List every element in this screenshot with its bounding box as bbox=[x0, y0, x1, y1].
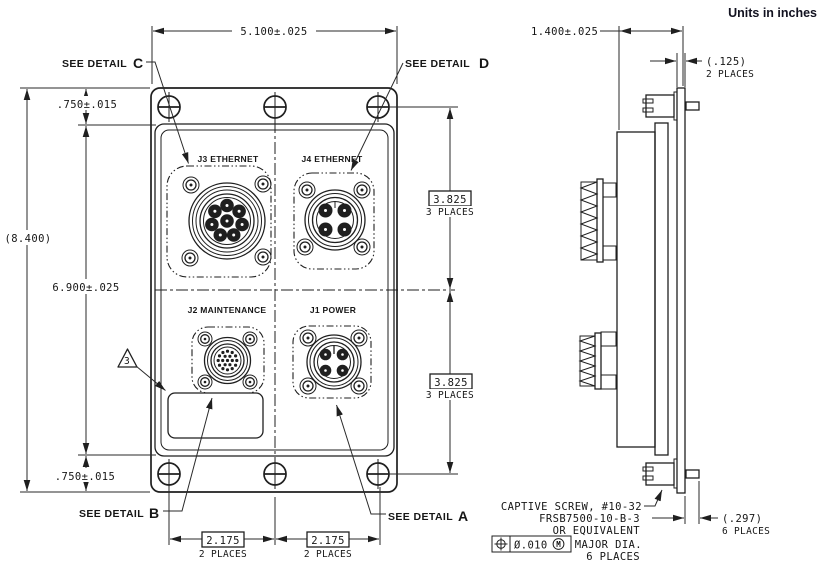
see-detail-prefix: SEE DETAIL bbox=[388, 511, 453, 523]
j3-pins bbox=[205, 198, 249, 242]
dim-flange-thickness-places: 2 PLACES bbox=[706, 69, 754, 80]
connector-j2: J2 MAINTENANCE bbox=[188, 305, 267, 394]
dim-top-margin-text: .750±.015 bbox=[57, 99, 118, 111]
basic-dim-box bbox=[306, 531, 350, 548]
gdt-tolerance-text: Ø.010 bbox=[514, 540, 548, 552]
detail-c-leader bbox=[146, 61, 189, 164]
j1-pins bbox=[319, 348, 349, 377]
note-line3: OR EQUIVALENT bbox=[553, 525, 641, 537]
screw bbox=[263, 459, 287, 489]
flag-note-text: 3 bbox=[124, 356, 130, 367]
dim-horiz-pitch-right-places: 2 PLACES bbox=[304, 549, 352, 560]
j4-gasket-outline bbox=[293, 172, 375, 270]
detail-d-leader bbox=[350, 62, 404, 171]
see-detail-prefix: SEE DETAIL bbox=[62, 58, 127, 70]
dim-screw-protrusion: (.297) 6 PLACES bbox=[652, 481, 770, 537]
basic-dim-box bbox=[201, 531, 245, 548]
note-line2: FRSB7500-10-B-3 bbox=[539, 513, 640, 525]
dim-bottom-stack: 2.175 2 PLACES 2.175 2 PLACES bbox=[168, 487, 381, 560]
dim-horiz-pitch-right-text: 2.175 bbox=[311, 535, 345, 547]
dim-width: 5.100±.025 bbox=[151, 23, 398, 84]
callout-detail-b: SEE DETAIL B bbox=[79, 397, 213, 521]
callout-detail-d: SEE DETAIL D bbox=[350, 55, 489, 171]
dim-vert-pitch-bottom-text: 3.825 bbox=[434, 377, 468, 389]
screw bbox=[157, 92, 181, 122]
screw bbox=[263, 92, 287, 122]
dim-vert-pitch-top-places: 3 PLACES bbox=[426, 207, 474, 218]
dim-flange-thickness: (.125) 2 PLACES bbox=[650, 53, 754, 87]
j3-jack-screws bbox=[181, 175, 272, 267]
dim-screw-protrusion-text: (.297) bbox=[722, 513, 762, 525]
connector-j4: J4 ETHERNET bbox=[293, 154, 375, 270]
j1-label: J1 POWER bbox=[310, 305, 356, 315]
j4-jack-screws bbox=[296, 181, 371, 256]
captive-screw-bottom bbox=[642, 462, 700, 486]
connector-j1: J1 POWER bbox=[292, 305, 372, 399]
chassis-profile bbox=[616, 131, 656, 448]
note-line1: CAPTIVE SCREW, #10-32 bbox=[501, 501, 642, 513]
dim-bottom-margin-text: .750±.015 bbox=[55, 471, 116, 483]
j1-jack-screws bbox=[299, 329, 368, 395]
dim-horiz-pitch-left-text: 2.175 bbox=[206, 535, 240, 547]
detail-letter-b: B bbox=[149, 505, 159, 521]
detail-a-leader bbox=[336, 404, 386, 515]
dim-flange-thickness-text: (.125) bbox=[706, 56, 746, 68]
j3-gasket-outline bbox=[166, 165, 272, 278]
detail-letter-a: A bbox=[458, 508, 468, 524]
connector-j3: J3 ETHERNET bbox=[166, 154, 272, 278]
flag-note-balloon bbox=[117, 348, 138, 368]
flag-note-3: 3 bbox=[117, 348, 166, 391]
dim-depth: 1.400±.025 bbox=[531, 26, 684, 130]
dim-depth-text: 1.400±.025 bbox=[531, 26, 598, 38]
j2-label: J2 MAINTENANCE bbox=[188, 305, 267, 315]
dim-screw-protrusion-places: 6 PLACES bbox=[722, 526, 770, 537]
callout-detail-c: SEE DETAIL C bbox=[62, 55, 189, 164]
dim-vert-pitch-top-text: 3.825 bbox=[433, 194, 467, 206]
j3-label: J3 ETHERNET bbox=[198, 154, 259, 164]
side-connector-upper bbox=[579, 178, 617, 263]
see-detail-prefix: SEE DETAIL bbox=[79, 508, 144, 520]
mmc-modifier-icon: M bbox=[552, 538, 565, 550]
note-leader bbox=[644, 489, 663, 507]
detail-letter-d: D bbox=[479, 55, 489, 71]
gdt-modifier-text: M bbox=[556, 540, 561, 549]
dim-width-text: 5.100±.025 bbox=[240, 26, 307, 38]
j1-gasket-outline bbox=[292, 325, 372, 399]
see-detail-prefix: SEE DETAIL bbox=[405, 58, 470, 70]
blank-label-plate bbox=[167, 392, 264, 439]
detail-b-leader bbox=[163, 397, 213, 512]
j2-jack-screws bbox=[197, 331, 258, 390]
side-view: 1.400±.025 (.125) 2 PLACES (.297) 6 PLAC… bbox=[491, 26, 770, 563]
dim-horiz-pitch-left-places: 2 PLACES bbox=[199, 549, 247, 560]
units-note: Units in inches bbox=[728, 6, 817, 20]
front-view: J3 ETHERNET bbox=[2, 23, 489, 560]
j4-pins bbox=[318, 203, 352, 237]
dim-right-stack: 3.825 3 PLACES 3.825 3 PLACES bbox=[385, 106, 478, 475]
dim-left-stack: (8.400) 6.900±.025 .750±.015 .750±.015 bbox=[2, 87, 156, 493]
j4-label: J4 ETHERNET bbox=[302, 154, 363, 164]
captive-screw-top bbox=[642, 94, 700, 118]
mid-plate-profile bbox=[654, 122, 669, 456]
dim-overall-height-text: (8.400) bbox=[4, 233, 51, 245]
detail-letter-c: C bbox=[133, 55, 143, 71]
dim-vert-pitch-bottom-places: 3 PLACES bbox=[426, 390, 474, 401]
knurl-texture bbox=[578, 335, 597, 387]
screw bbox=[157, 459, 181, 489]
flange-profile bbox=[676, 87, 686, 494]
flag-note-leader bbox=[135, 365, 166, 391]
knurl-texture bbox=[579, 181, 599, 261]
captive-screw-note: CAPTIVE SCREW, #10-32 FRSB7500-10-B-3 OR… bbox=[491, 489, 663, 563]
note-line5: 6 PLACES bbox=[586, 551, 640, 563]
note-line4: MAJOR DIA. bbox=[575, 539, 642, 551]
side-connector-lower bbox=[578, 331, 617, 390]
gdt-frame: Ø.010 M bbox=[491, 535, 572, 553]
callout-detail-a: SEE DETAIL A bbox=[336, 404, 468, 524]
dim-inner-height-text: 6.900±.025 bbox=[52, 282, 119, 294]
j2-pins bbox=[216, 349, 239, 372]
position-symbol-icon bbox=[494, 537, 508, 551]
